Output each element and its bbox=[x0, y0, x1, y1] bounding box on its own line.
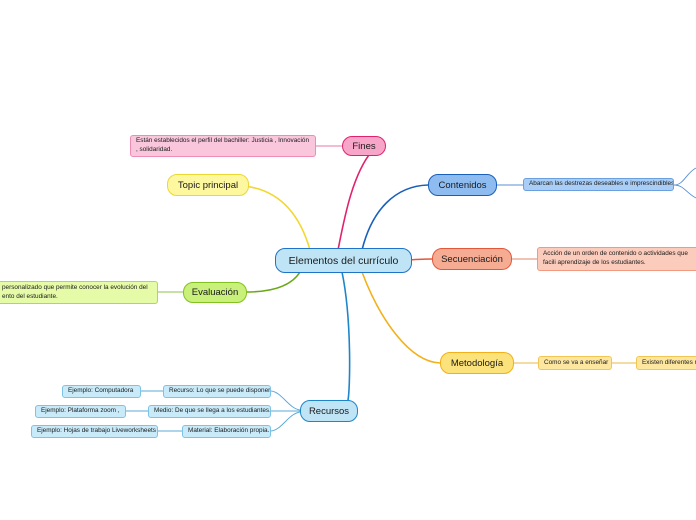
link-contenidos-sub1 bbox=[673, 167, 696, 186]
evaluacion-detail[interactable]: personalizado que permite conocer la evo… bbox=[0, 281, 158, 304]
branch-contenidos[interactable]: Contenidos bbox=[428, 174, 497, 196]
contenidos-detail[interactable]: Abarcan las destrezas deseables e impres… bbox=[523, 178, 674, 191]
metodologia-detail[interactable]: Como se va a enseñar bbox=[538, 356, 612, 370]
recursos-item-recurso[interactable]: Recurso: Lo que se puede disponer. bbox=[163, 385, 271, 398]
link-metodologia bbox=[361, 271, 441, 364]
recursos-example-computadora[interactable]: Ejemplo: Computadora bbox=[62, 385, 141, 398]
fines-detail[interactable]: Están establecidos el perfil del bachill… bbox=[130, 135, 316, 157]
branch-secuenciacion[interactable]: Secuenciación bbox=[432, 248, 512, 270]
link-recurso-item-3 bbox=[270, 411, 301, 432]
link-recursos bbox=[341, 271, 351, 401]
secuenciacion-detail[interactable]: Acción de un orden de contenido o activi… bbox=[537, 247, 696, 271]
branch-topic-principal[interactable]: Topic principal bbox=[167, 174, 249, 196]
branch-evaluacion[interactable]: Evaluación bbox=[183, 282, 247, 303]
recursos-item-material[interactable]: Material: Elaboración propia. bbox=[182, 425, 271, 438]
link-recurso-item-1 bbox=[270, 390, 301, 411]
evaluacion-detail-line2: ento del estudiante. bbox=[2, 292, 58, 300]
link-evaluacion bbox=[245, 271, 301, 293]
link-topic bbox=[243, 185, 311, 251]
central-topic[interactable]: Elementos del currículo bbox=[275, 248, 412, 273]
branch-metodologia[interactable]: Metodología bbox=[440, 352, 514, 374]
recursos-item-medio[interactable]: Medio: De que se llega a los estudiantes… bbox=[148, 405, 271, 418]
link-contenidos bbox=[361, 184, 429, 251]
evaluacion-detail-line1: personalizado que permite conocer la evo… bbox=[2, 283, 148, 291]
branch-recursos[interactable]: Recursos bbox=[300, 400, 358, 422]
link-contenidos-sub2 bbox=[673, 184, 696, 199]
recursos-example-zoom[interactable]: Ejemplo: Plataforma zoom , bbox=[35, 405, 126, 418]
recursos-example-hojas[interactable]: Ejemplo: Hojas de trabajo Liveworksheets bbox=[31, 425, 158, 438]
branch-fines[interactable]: Fines bbox=[342, 136, 386, 156]
metodologia-detail-2[interactable]: Existen diferentes m bbox=[636, 356, 696, 370]
link-fines bbox=[337, 150, 373, 251]
